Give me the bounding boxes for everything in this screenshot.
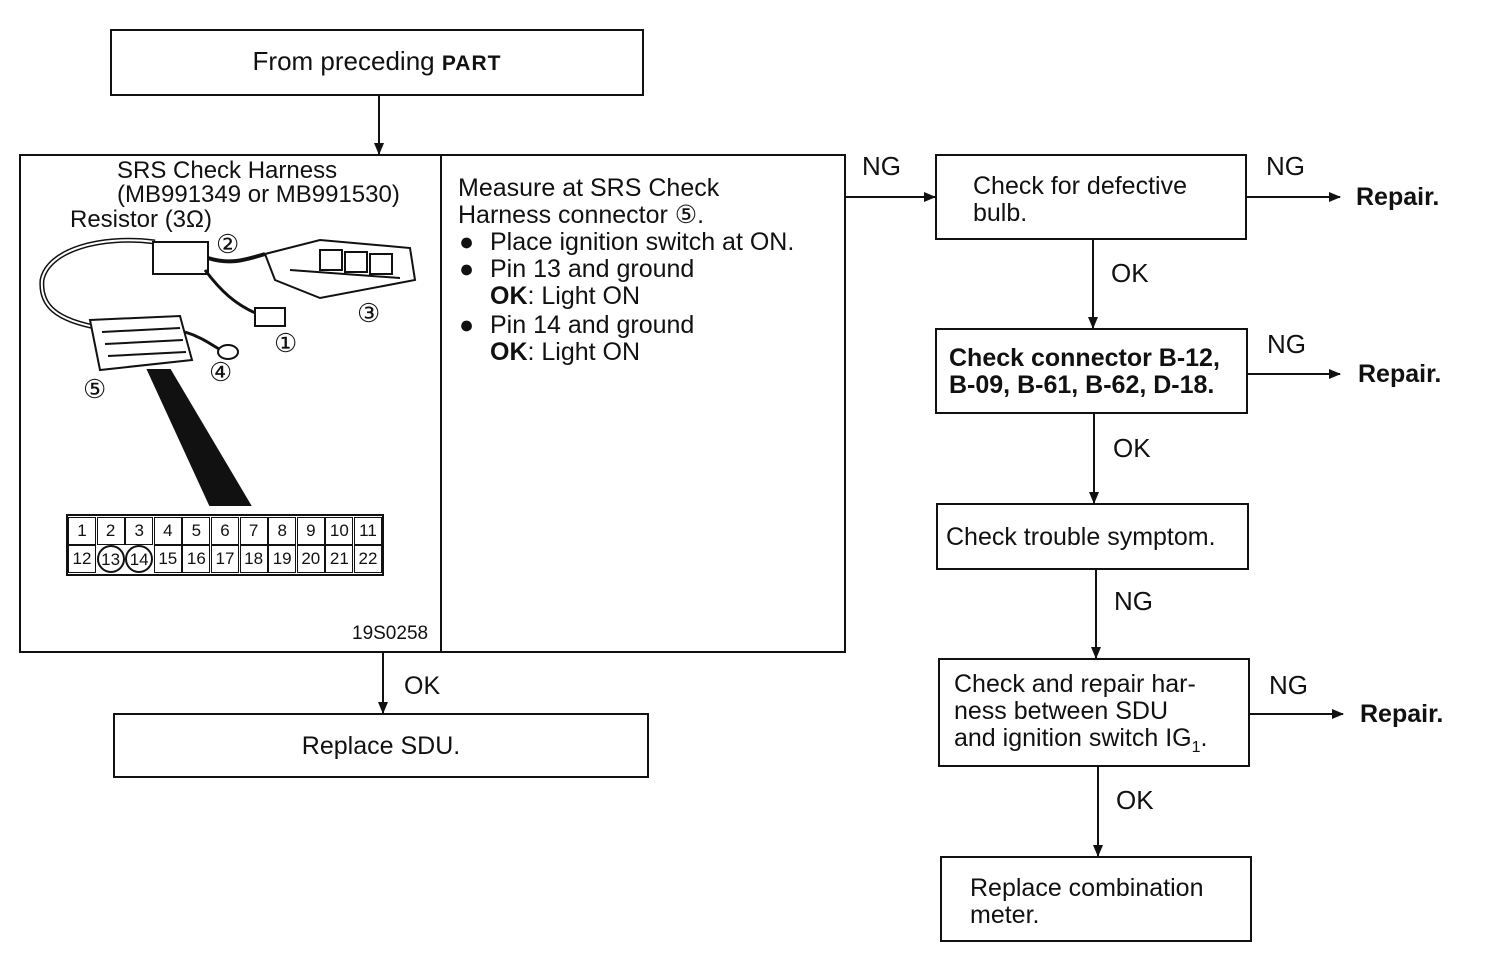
measure-bullet-2: Pin 13 and ground xyxy=(490,255,695,283)
bullet-2-dot: ● xyxy=(459,255,475,283)
symptom-text: Check trouble symptom. xyxy=(946,523,1216,551)
start-box: From preceding PART xyxy=(110,29,644,96)
bulb-line-1: Check for defective xyxy=(973,172,1187,200)
measure-ok-1: OK: Light ON xyxy=(490,282,640,310)
pin-12: 12 xyxy=(68,545,96,573)
repair-1: Repair. xyxy=(1356,183,1440,211)
replace-sdu-text: Replace SDU. xyxy=(301,732,461,760)
pin-11: 11 xyxy=(354,517,382,545)
connector-line-2: B-09, B-61, B-62, D-18. xyxy=(949,371,1215,399)
harness-check-line-3-end: . xyxy=(1200,724,1208,752)
ok-label-harness: OK xyxy=(1116,785,1154,815)
harness-title-1: SRS Check Harness xyxy=(117,157,338,184)
pin-17: 17 xyxy=(211,545,239,573)
pin-18: 18 xyxy=(239,545,268,573)
pin-10: 10 xyxy=(325,517,354,545)
pin-22: 22 xyxy=(354,545,382,573)
pin-14: 14 xyxy=(125,545,154,573)
callout-5: ⑤ xyxy=(83,374,107,404)
measure-ok-2: OK: Light ON xyxy=(490,338,640,366)
ok-label-measure: OK xyxy=(404,672,441,700)
harness-check-line-3: and ignition switch IG1. xyxy=(954,724,1207,762)
pin-3: 3 xyxy=(125,517,154,545)
pin-7: 7 xyxy=(239,517,268,545)
harness-check-line-3-text: and ignition switch IG xyxy=(954,724,1192,752)
combination-line-2: meter. xyxy=(970,901,1040,929)
bullet-1-dot: ● xyxy=(459,228,475,256)
measure-box-divider xyxy=(440,154,442,653)
connector-4-shape xyxy=(217,344,239,360)
pin-21: 21 xyxy=(325,545,354,573)
connector-3-shape xyxy=(263,238,417,300)
bullet-3-dot: ● xyxy=(459,311,475,339)
pin-19: 19 xyxy=(268,545,297,573)
ng-label-connector: NG xyxy=(1267,329,1306,359)
pin-16: 16 xyxy=(182,545,211,573)
callout-1: ① xyxy=(274,328,298,358)
start-part: PART xyxy=(441,52,502,75)
callout-2: ② xyxy=(216,229,240,259)
ok-text-1: : Light ON xyxy=(527,282,641,310)
ng-label-measure: NG xyxy=(862,151,901,181)
measure-bullet-1: Place ignition switch at ON. xyxy=(490,228,795,256)
connector-line-1: Check connector B-12, xyxy=(949,344,1220,372)
combination-line-1: Replace combination xyxy=(970,874,1204,902)
measure-line-1: Measure at SRS Check xyxy=(458,174,720,202)
pin-8: 8 xyxy=(268,517,297,545)
connector-5-shape xyxy=(88,314,194,372)
combination-box: Replace combination meter. xyxy=(940,856,1252,942)
harness-check-line-1: Check and repair har- xyxy=(954,670,1196,698)
pin-20: 20 xyxy=(296,545,325,573)
pin-2: 2 xyxy=(96,517,125,545)
ok-text-2: : Light ON xyxy=(527,338,641,366)
pin-9: 9 xyxy=(296,517,325,545)
pin-15: 15 xyxy=(153,545,182,573)
bulb-line-2: bulb. xyxy=(973,199,1028,227)
repair-2: Repair. xyxy=(1358,360,1442,388)
harness-check-line-2: ness between SDU xyxy=(954,697,1169,725)
ok-label-1: OK xyxy=(490,282,528,310)
pin-6: 6 xyxy=(211,517,239,545)
measure-bullet-3: Pin 14 and ground xyxy=(490,311,695,339)
pin-pointer xyxy=(146,369,252,506)
ok-label-connector: OK xyxy=(1113,433,1151,463)
start-text: From preceding xyxy=(252,46,435,76)
repair-3: Repair. xyxy=(1360,700,1444,728)
harness-drawing xyxy=(39,237,417,506)
connector-1-shape xyxy=(254,307,286,327)
callout-3: ③ xyxy=(357,298,381,328)
harness-check-subscript: 1 xyxy=(1191,739,1201,756)
resistor-label: Resistor (3Ω) xyxy=(70,206,212,233)
replace-sdu-box: Replace SDU. xyxy=(113,713,649,778)
ng-label-symptom: NG xyxy=(1114,586,1153,616)
pin-4: 4 xyxy=(153,517,182,545)
resistor-block xyxy=(152,241,209,275)
figure-code: 19S0258 xyxy=(352,623,429,644)
bulb-box: Check for defective bulb. xyxy=(935,154,1247,240)
symptom-box: Check trouble symptom. xyxy=(936,503,1249,570)
ok-label-2: OK xyxy=(490,338,528,366)
ng-label-harness: NG xyxy=(1269,670,1308,700)
callout-4: ④ xyxy=(209,357,233,387)
connector-box: Check connector B-12, B-09, B-61, B-62, … xyxy=(935,328,1248,414)
ok-label-bulb: OK xyxy=(1111,258,1149,288)
pin-5: 5 xyxy=(182,517,211,545)
pin-1: 1 xyxy=(68,517,96,545)
harness-title-2: (MB991349 or MB991530) xyxy=(117,181,400,208)
ng-label-bulb: NG xyxy=(1266,151,1305,181)
harness-check-box: Check and repair har- ness between SDU a… xyxy=(938,658,1250,767)
pin-13: 13 xyxy=(96,545,125,573)
measure-line-2: Harness connector ⑤. xyxy=(458,201,705,229)
